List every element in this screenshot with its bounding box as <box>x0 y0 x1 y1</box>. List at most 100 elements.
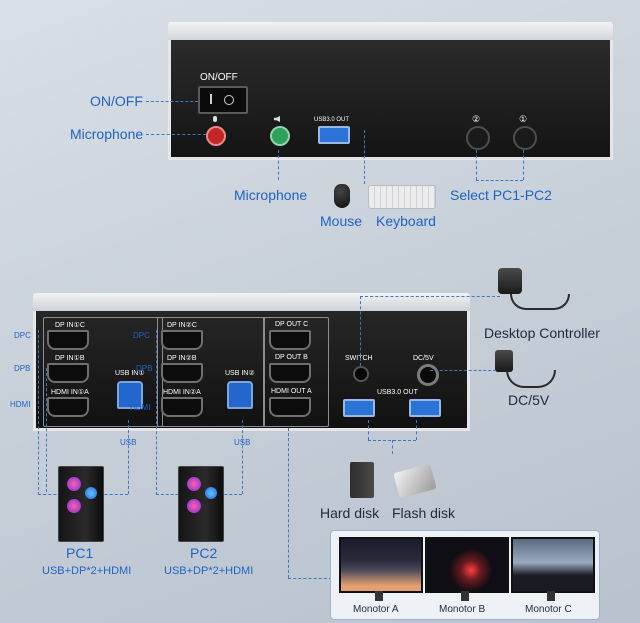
dc-adapter-image <box>495 350 513 372</box>
port-dp-in2-b[interactable] <box>161 363 203 383</box>
leader-desktop-controller <box>360 296 500 297</box>
pc2-select-button[interactable] <box>466 126 490 150</box>
pc2-cable-usb <box>242 420 243 494</box>
leader-usb-storage-2 <box>416 420 417 440</box>
usb-out-port[interactable] <box>318 126 350 144</box>
callout-mouse: Mouse <box>320 213 363 229</box>
label-dp-in2-c: DP IN②C <box>167 322 197 329</box>
hard-disk-image <box>350 462 374 498</box>
leader-usb-storage-3 <box>392 440 393 454</box>
callout-microphone-left: Microphone <box>70 126 144 142</box>
callout-select-pc: Select PC1-PC2 <box>450 187 552 203</box>
pc1-fan-icon <box>67 477 81 491</box>
leader-desktop-controller-v <box>360 296 361 366</box>
monitor-c <box>511 537 595 593</box>
label-usb-out-rear: USB3.0 OUT <box>377 389 418 396</box>
rear-usb-out-1[interactable] <box>343 399 375 417</box>
power-switch-off-mark <box>224 95 234 105</box>
label-switch: SWITCH <box>345 355 373 362</box>
pc1-button-label: ① <box>519 114 528 124</box>
port-usb-in2[interactable] <box>227 381 253 409</box>
label-dp-in1-c: DP IN①C <box>55 322 85 329</box>
monitors-panel: Monotor A Monotor B Monotor C <box>330 530 600 620</box>
port-usb-in1[interactable] <box>117 381 143 409</box>
leader-select-pc-a <box>476 150 477 180</box>
port-dp-in1-c[interactable] <box>47 330 89 350</box>
leader-monitors-h <box>288 578 332 579</box>
pc2-cable-dpc <box>156 330 157 495</box>
monitor-b-stand <box>461 591 469 601</box>
label-dp-in1-b: DP IN①B <box>55 355 85 362</box>
label-dp-out-b: DP OUT B <box>275 354 308 361</box>
leader-monitors <box>288 428 289 578</box>
leader-microphone-bottom <box>278 150 279 180</box>
pc1-description: USB+DP*2+HDMI <box>42 565 132 577</box>
dc-adapter-cable <box>506 370 556 388</box>
dc-power-port[interactable] <box>417 364 439 386</box>
tag-dpb-1: DPB <box>14 364 31 373</box>
leader-dc5v <box>430 370 496 371</box>
leader-usb-out <box>364 130 365 184</box>
tag-dpb-2: DPB <box>136 364 153 373</box>
pc1-cable-usb <box>128 420 129 494</box>
power-switch[interactable] <box>198 86 248 114</box>
pc2-fan-icon-2 <box>187 499 201 513</box>
callout-microphone-bottom: Microphone <box>234 187 308 203</box>
audio-jack-green[interactable] <box>270 126 290 146</box>
keyboard-image <box>368 185 436 209</box>
port-dp-out-c[interactable] <box>269 330 311 350</box>
pc2-fan-icon-3 <box>205 487 217 499</box>
power-label: ON/OFF <box>200 72 238 83</box>
monitor-b <box>425 537 509 593</box>
label-hdmi-out-a: HDMI OUT A <box>271 388 312 395</box>
port-dp-in1-b[interactable] <box>47 363 89 383</box>
output-port-group <box>263 317 329 427</box>
leader-on-off <box>146 101 198 102</box>
pc1-select-button[interactable] <box>513 126 537 150</box>
leader-microphone-left <box>146 134 206 135</box>
tag-dpc-2: DPC <box>133 331 150 340</box>
leader-select-pc-b <box>523 150 524 180</box>
monitor-c-label: Monotor C <box>525 604 572 615</box>
bottom-device: DP IN①C DP IN①B HDMI IN①A USB IN① DP IN②… <box>33 293 470 433</box>
callout-desktop-controller: Desktop Controller <box>484 325 600 341</box>
label-dc5v-port: DC/5V <box>413 355 434 362</box>
callout-flash-disk: Flash disk <box>392 505 456 521</box>
top-device-lid <box>168 22 613 42</box>
mouse-image <box>334 184 350 208</box>
pc1-title: PC1 <box>66 545 94 561</box>
monitor-a <box>339 537 423 593</box>
port-hdmi-in2-a[interactable] <box>161 397 203 417</box>
microphone-jack-red[interactable] <box>206 126 226 146</box>
pc2-button-label: ② <box>472 114 481 124</box>
pc1-fan-icon-3 <box>85 487 97 499</box>
flash-disk-image <box>393 463 437 499</box>
label-dp-in2-b: DP IN②B <box>167 355 197 362</box>
pc2-title: PC2 <box>190 545 218 561</box>
power-switch-on-mark <box>210 94 212 104</box>
pc2-tower-image <box>178 466 224 542</box>
pc1-cable-dpc <box>38 330 39 495</box>
port-dp-out-b[interactable] <box>269 363 311 383</box>
mic-icon <box>213 116 217 122</box>
callout-on-off: ON/OFF <box>90 93 143 109</box>
bottom-device-rear <box>33 311 470 431</box>
port-hdmi-in1-a[interactable] <box>47 397 89 417</box>
pc2-description: USB+DP*2+HDMI <box>164 565 254 577</box>
leader-select-pc-h <box>476 180 523 181</box>
tag-hdmi-1: HDMI <box>10 400 31 409</box>
callout-hard-disk: Hard disk <box>320 505 380 521</box>
tag-usb-1: USB <box>120 438 137 447</box>
callout-keyboard: Keyboard <box>376 213 436 229</box>
tag-hdmi-2: HDMI <box>130 403 151 412</box>
switch-port[interactable] <box>353 366 369 382</box>
tag-dpc-1: DPC <box>14 331 31 340</box>
pc2-port-group <box>157 317 265 427</box>
rear-usb-out-2[interactable] <box>409 399 441 417</box>
port-hdmi-out-a[interactable] <box>269 397 311 417</box>
leader-usb-storage <box>368 420 369 440</box>
pc1-fan-icon-2 <box>67 499 81 513</box>
desktop-controller-cable <box>510 294 570 310</box>
desktop-controller-image <box>498 268 522 294</box>
port-dp-in2-c[interactable] <box>161 330 203 350</box>
